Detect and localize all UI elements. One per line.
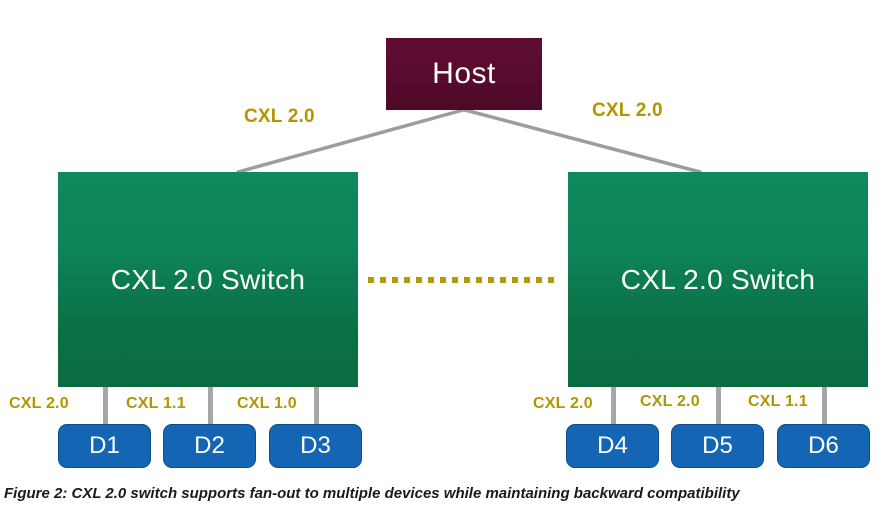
device-node-d1-label: D1 [89,432,120,459]
device-node-d3-label: D3 [300,432,331,459]
stem-d6 [822,387,827,425]
device-link-label-d2: CXL 1.1 [126,395,186,412]
host-node: Host [386,38,542,110]
stem-d3 [314,387,319,425]
device-link-label-d6: CXL 1.1 [748,393,808,410]
device-link-label-d1: CXL 2.0 [9,395,69,412]
switch-node-right: CXL 2.0 Switch [568,172,868,387]
device-node-d2: D2 [163,424,256,468]
device-link-label-d5: CXL 2.0 [640,393,700,410]
device-node-d6: D6 [777,424,870,468]
uplink-label-right: CXL 2.0 [592,100,663,121]
connector-host-to-right-switch [463,108,702,174]
uplink-label-left: CXL 2.0 [244,106,315,127]
figure-caption: Figure 2: CXL 2.0 switch supports fan-ou… [0,478,890,509]
device-node-d5: D5 [671,424,764,468]
stem-d5 [716,387,721,425]
host-node-label: Host [432,57,496,90]
stem-d2 [208,387,213,425]
device-node-d4: D4 [566,424,659,468]
device-link-label-d4: CXL 2.0 [533,395,593,412]
device-node-d4-label: D4 [597,432,628,459]
switch-node-left: CXL 2.0 Switch [58,172,358,387]
inter-switch-dotted-link [368,277,560,283]
device-node-d6-label: D6 [808,432,839,459]
cxl-topology-diagram: Host CXL 2.0 CXL 2.0 CXL 2.0 Switch CXL … [9,38,870,468]
device-node-d1: D1 [58,424,151,468]
stem-d1 [103,387,108,425]
device-node-d5-label: D5 [702,432,733,459]
device-node-d2-label: D2 [194,432,225,459]
switch-node-right-label: CXL 2.0 Switch [620,263,816,295]
stem-d4 [611,387,616,425]
switch-node-left-label: CXL 2.0 Switch [110,263,306,295]
figure-caption-text: Figure 2: CXL 2.0 switch supports fan-ou… [4,485,740,502]
device-link-label-d3: CXL 1.0 [237,395,297,412]
device-node-d3: D3 [269,424,362,468]
